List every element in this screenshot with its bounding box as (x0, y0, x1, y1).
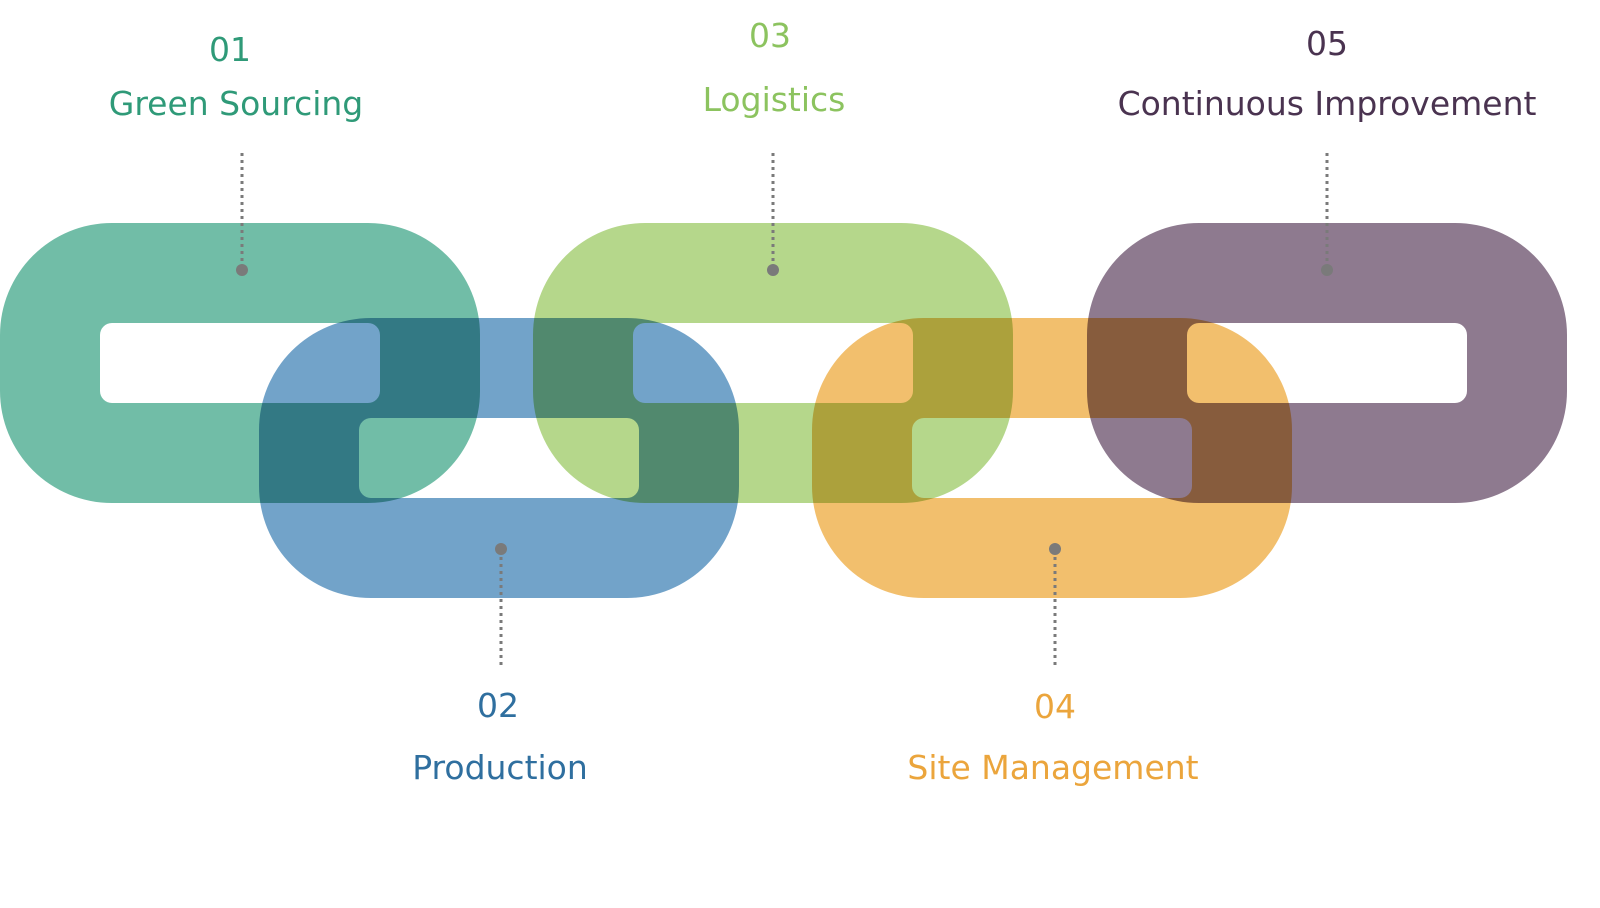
connector-dot-02 (495, 543, 507, 555)
step-03-title: Logistics (702, 80, 846, 119)
step-02-number: 02 (477, 686, 519, 725)
step-05-number: 05 (1306, 24, 1348, 63)
step-01-title: Green Sourcing (108, 84, 364, 123)
step-01-number: 01 (209, 30, 251, 69)
chain-link-05 (1087, 223, 1567, 503)
step-04-number: 04 (1034, 687, 1076, 726)
connector-dot-01 (236, 264, 248, 276)
step-02-title: Production (412, 748, 588, 787)
step-04-title: Site Management (907, 748, 1199, 787)
step-05-title: Continuous Improvement (1117, 84, 1537, 123)
step-03-number: 03 (749, 16, 791, 55)
connector-dot-04 (1049, 543, 1061, 555)
chain-link-01 (0, 223, 480, 503)
connector-dot-03 (767, 264, 779, 276)
connector-dot-05 (1321, 264, 1333, 276)
